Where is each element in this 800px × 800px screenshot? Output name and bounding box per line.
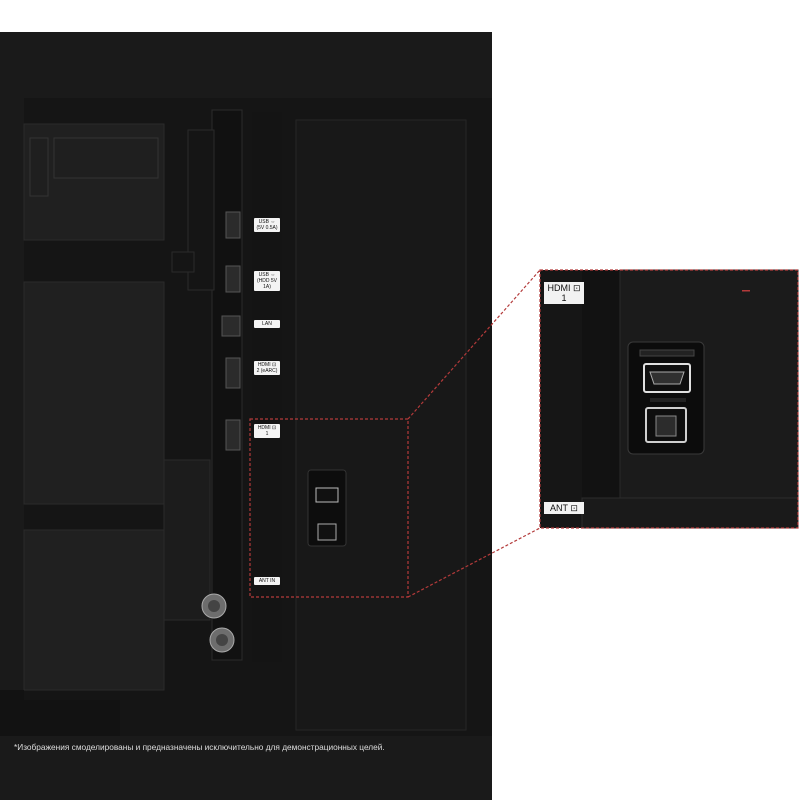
lan-port (221, 315, 241, 337)
hdmi2-label-line2: 2 (eARC) (256, 368, 278, 374)
hdmi1-port (225, 419, 241, 451)
ant-label: ANT IN (254, 577, 280, 585)
zoom-hdmi-label: HDMI ⊡ 1 (544, 282, 584, 304)
hdmi1-label-line2: 1 (265, 431, 269, 437)
zoom-ant-label: ANT ⊡ (544, 502, 584, 514)
usb-port-1 (225, 211, 241, 239)
usb-label-1-line2: (5V 0.5A) (256, 225, 278, 231)
zoom-hdmi-label-line1: HDMI ⊡ (547, 283, 581, 293)
lan-label: LAN (254, 320, 280, 328)
zoom-inset (540, 269, 799, 529)
hdmi2-label: HDMI ⊡ 2 (eARC) (254, 361, 280, 375)
disclaimer-text: *Изображения смоделированы и предназначе… (14, 742, 385, 752)
hdmi1-label: HDMI ⊡ 1 (254, 424, 280, 438)
zoom-ant-label-text: ANT ⊡ (550, 503, 578, 513)
lan-label-text: LAN (262, 321, 272, 327)
usb-port-2 (225, 265, 241, 293)
hdmi2-port (225, 357, 241, 389)
hdmi1-label-line1: HDMI ⊡ (257, 425, 277, 431)
usb-label-2-line1: USB ⇔ (258, 272, 276, 278)
callout-lines (249, 269, 541, 598)
back-panel-lower (23, 529, 165, 691)
zoom-hdmi-label-line2: 1 (561, 293, 567, 303)
usb-label-1: USB ⇔ (5V 0.5A) (254, 218, 280, 232)
back-panel-right (295, 119, 467, 731)
spec-sticker (53, 137, 159, 179)
usb-label-2: USB ⇔ (HDD 5V 1A) (254, 271, 280, 291)
back-panel-middle (23, 281, 165, 505)
hdmi2-label-line1: HDMI ⊡ (257, 362, 277, 368)
ant-label-text: ANT IN (258, 578, 276, 584)
usb-label-2-line2: (HDD 5V 1A) (256, 278, 277, 290)
usb-label-1-line1: USB ⇔ (258, 219, 276, 225)
